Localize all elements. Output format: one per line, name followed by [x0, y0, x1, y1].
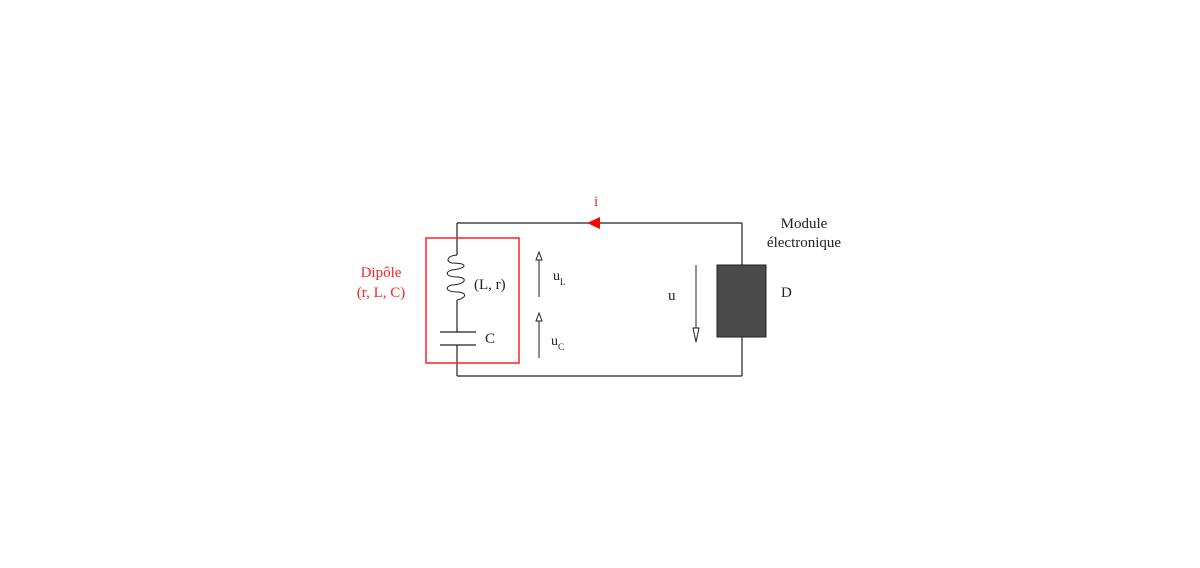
- module-label-line1: Module: [781, 216, 828, 232]
- current-label: i: [594, 194, 598, 210]
- device-label: D: [781, 285, 792, 301]
- voltage-uC-label: uC: [551, 334, 564, 352]
- voltage-arrow-uC-icon: [535, 311, 543, 358]
- current-arrow-icon: [587, 217, 600, 229]
- module-label-line2: électronique: [767, 235, 841, 251]
- inductor-label: (L, r): [474, 277, 506, 293]
- voltage-arrow-u-icon: [692, 265, 700, 343]
- voltage-u-label: u: [668, 288, 676, 304]
- inductor-coil-icon: [446, 254, 466, 301]
- dipole-label-line1: Dipôle: [361, 265, 402, 281]
- voltage-uL-label: uL: [553, 269, 566, 287]
- capacitor-label: C: [485, 331, 495, 347]
- voltage-arrow-uL-icon: [535, 250, 543, 297]
- circuit-wires: [456, 222, 743, 377]
- dipole-label-line2: (r, L, C): [357, 285, 406, 301]
- device-d-box: [716, 264, 767, 338]
- dipole-box: [425, 237, 520, 364]
- capacitor-icon: [440, 331, 476, 346]
